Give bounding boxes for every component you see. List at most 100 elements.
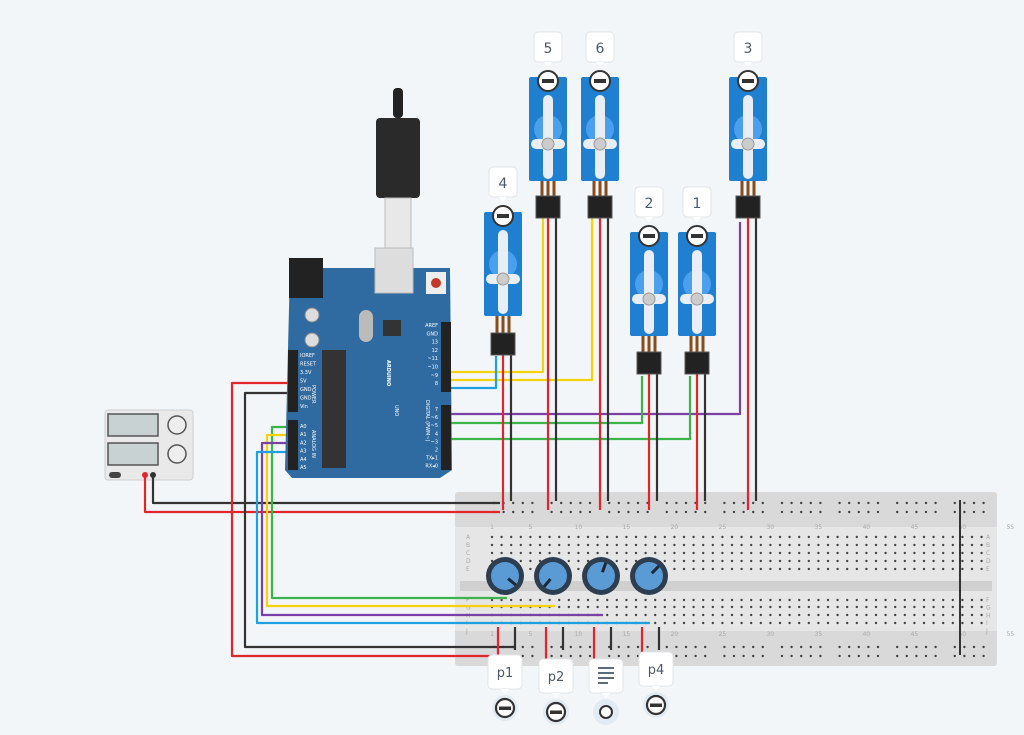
servo-handle[interactable] <box>638 225 660 247</box>
rail-hole[interactable] <box>982 654 985 658</box>
breadboard-hole[interactable] <box>769 598 772 602</box>
rail-hole[interactable] <box>790 510 793 514</box>
breadboard-hole[interactable] <box>922 543 926 547</box>
breadboard-hole[interactable] <box>932 598 935 602</box>
breadboard-hole[interactable] <box>721 551 724 555</box>
breadboard-hole[interactable] <box>730 621 734 625</box>
breadboard-hole[interactable] <box>682 543 686 547</box>
rail-hole[interactable] <box>809 501 812 505</box>
breadboard-hole[interactable] <box>740 598 743 602</box>
rail-hole[interactable] <box>972 501 976 505</box>
wire-psu-positive[interactable] <box>143 475 500 514</box>
breadboard-hole[interactable] <box>922 567 926 571</box>
rail-hole[interactable] <box>857 645 860 649</box>
breadboard-hole[interactable] <box>759 559 762 563</box>
rail-hole[interactable] <box>627 654 630 658</box>
servo-handle[interactable] <box>737 70 759 92</box>
usb-cable[interactable] <box>376 88 420 249</box>
breadboard-hole[interactable] <box>874 551 878 555</box>
breadboard-hole[interactable] <box>654 621 657 625</box>
breadboard-hole[interactable] <box>884 543 887 547</box>
breadboard-hole[interactable] <box>702 535 705 539</box>
breadboard-hole[interactable] <box>846 621 849 625</box>
breadboard-hole[interactable] <box>711 598 714 602</box>
rail-hole[interactable] <box>972 510 976 514</box>
breadboard-hole[interactable] <box>903 621 906 625</box>
rail-hole[interactable] <box>915 501 918 505</box>
rail-hole[interactable] <box>915 510 918 514</box>
rail-hole[interactable] <box>665 501 668 505</box>
breadboard-hole[interactable] <box>769 551 772 555</box>
breadboard-hole[interactable] <box>606 598 609 602</box>
rail-hole[interactable] <box>521 645 524 649</box>
breadboard-hole[interactable] <box>490 543 494 547</box>
breadboard-hole[interactable] <box>894 559 897 563</box>
breadboard-hole[interactable] <box>942 605 945 609</box>
breadboard-hole[interactable] <box>654 598 657 602</box>
breadboard-hole[interactable] <box>663 559 666 563</box>
breadboard-hole[interactable] <box>702 621 705 625</box>
wire-a3[interactable] <box>255 450 650 625</box>
breadboard-hole[interactable] <box>846 559 849 563</box>
breadboard-hole[interactable] <box>692 605 695 609</box>
breadboard-hole[interactable] <box>673 621 676 625</box>
breadboard-hole[interactable] <box>654 613 657 617</box>
breadboard-hole[interactable] <box>970 543 974 547</box>
rail-hole[interactable] <box>569 510 572 514</box>
breadboard-hole[interactable] <box>721 598 724 602</box>
breadboard-hole[interactable] <box>798 598 801 602</box>
pot-handle-2[interactable]: p2 <box>538 658 574 725</box>
breadboard-hole[interactable] <box>711 605 714 609</box>
rail-hole[interactable] <box>905 654 908 658</box>
breadboard-hole[interactable] <box>855 613 858 617</box>
breadboard-hole[interactable] <box>663 621 666 625</box>
rail-hole[interactable] <box>857 654 860 658</box>
breadboard-hole[interactable] <box>606 613 609 617</box>
rail-hole[interactable] <box>512 510 515 514</box>
breadboard-hole[interactable] <box>615 605 618 609</box>
breadboard-hole[interactable] <box>778 605 782 609</box>
breadboard-hole[interactable] <box>510 598 513 602</box>
rail-hole[interactable] <box>636 645 640 649</box>
rail-hole[interactable] <box>646 510 649 514</box>
breadboard-hole[interactable] <box>769 621 772 625</box>
breadboard-hole[interactable] <box>529 551 532 555</box>
breadboard-hole[interactable] <box>798 543 801 547</box>
breadboard-hole[interactable] <box>836 535 839 539</box>
rail-hole[interactable] <box>550 510 553 514</box>
rail-hole[interactable] <box>588 654 592 658</box>
rail-hole[interactable] <box>684 645 688 649</box>
breadboard-hole[interactable] <box>529 598 532 602</box>
rail-hole[interactable] <box>972 654 976 658</box>
pot-handle-3[interactable] <box>588 658 624 725</box>
breadboard-hole[interactable] <box>817 543 820 547</box>
breadboard-hole[interactable] <box>798 567 801 571</box>
breadboard-hole[interactable] <box>606 535 609 539</box>
breadboard-hole[interactable] <box>711 621 714 625</box>
breadboard-hole[interactable] <box>807 543 810 547</box>
breadboard-hole[interactable] <box>788 535 791 539</box>
rail-hole[interactable] <box>867 501 870 505</box>
rail-hole[interactable] <box>752 654 755 658</box>
breadboard-hole[interactable] <box>922 605 926 609</box>
breadboard-hole[interactable] <box>692 598 695 602</box>
breadboard-hole[interactable] <box>855 559 858 563</box>
breadboard-hole[interactable] <box>788 551 791 555</box>
rail-hole[interactable] <box>905 510 908 514</box>
breadboard-hole[interactable] <box>644 598 647 602</box>
breadboard-hole[interactable] <box>932 551 935 555</box>
breadboard-hole[interactable] <box>846 605 849 609</box>
rail-hole[interactable] <box>905 645 908 649</box>
breadboard-hole[interactable] <box>548 598 551 602</box>
breadboard-hole[interactable] <box>970 559 974 563</box>
breadboard-hole[interactable] <box>798 551 801 555</box>
rail-hole[interactable] <box>704 501 707 505</box>
breadboard-hole[interactable] <box>913 598 916 602</box>
rail-hole[interactable] <box>896 510 899 514</box>
breadboard-hole[interactable] <box>807 613 810 617</box>
breadboard-hole[interactable] <box>682 551 686 555</box>
rail-hole[interactable] <box>848 645 851 649</box>
breadboard-hole[interactable] <box>673 598 676 602</box>
rail-hole[interactable] <box>675 510 678 514</box>
breadboard-hole[interactable] <box>980 598 983 602</box>
